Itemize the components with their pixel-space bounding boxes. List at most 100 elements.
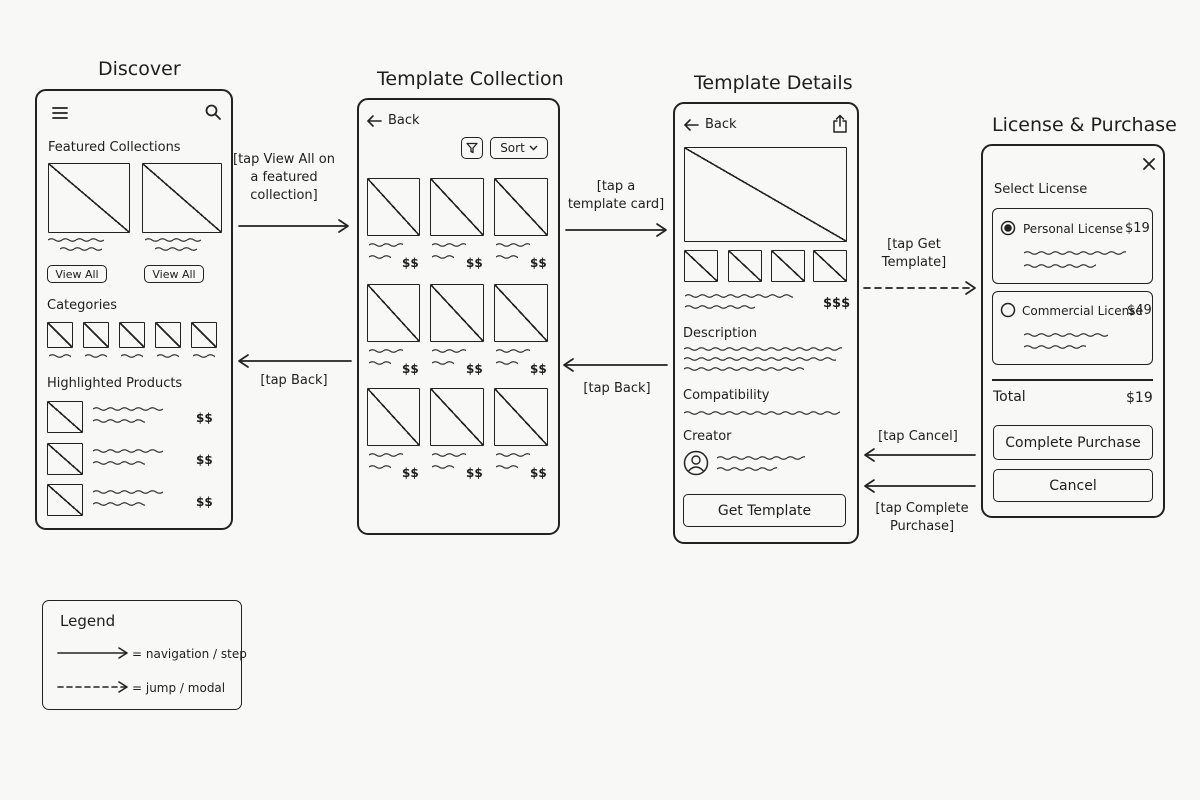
- text-placeholder: [369, 242, 403, 248]
- product-image[interactable]: [47, 484, 83, 516]
- preview-thumbnail[interactable]: [728, 250, 762, 282]
- text-placeholder: [496, 464, 518, 470]
- card-price: $$: [402, 466, 419, 480]
- category-tile[interactable]: [119, 322, 145, 348]
- text-placeholder: [717, 466, 777, 472]
- search-icon[interactable]: [203, 102, 223, 122]
- legend-title: Legend: [60, 612, 116, 630]
- text-placeholder: [93, 501, 145, 507]
- text-placeholder: [432, 242, 466, 248]
- back-button[interactable]: Back: [683, 117, 737, 132]
- transition-label: [tap Complete Purchase]: [875, 501, 969, 534]
- text-placeholder: [145, 237, 201, 243]
- template-price: $$$: [823, 296, 851, 311]
- arrow-discover-to-collection: [238, 219, 349, 233]
- complete-purchase-button[interactable]: Complete Purchase: [993, 425, 1153, 460]
- purchase-screen: [981, 144, 1165, 518]
- license-price: $49: [1127, 303, 1152, 318]
- avatar[interactable]: [683, 450, 709, 476]
- arrow-purchase-cancel-to-details: [864, 448, 976, 462]
- details-title: Template Details: [694, 72, 853, 94]
- view-all-button[interactable]: View All: [144, 265, 204, 283]
- total-value: $19: [1126, 390, 1153, 406]
- template-card[interactable]: [367, 388, 420, 446]
- text-placeholder: [684, 356, 836, 362]
- template-preview-image[interactable]: [684, 147, 847, 242]
- preview-thumbnail[interactable]: [684, 250, 718, 282]
- back-label: Back: [705, 117, 737, 132]
- template-card[interactable]: [430, 284, 484, 342]
- view-all-button[interactable]: View All: [47, 265, 107, 283]
- menu-icon[interactable]: [50, 103, 70, 123]
- back-label: Back: [388, 113, 420, 128]
- text-placeholder: [684, 346, 842, 352]
- preview-thumbnail[interactable]: [771, 250, 805, 282]
- arrow-purchase-complete-to-details: [864, 479, 976, 493]
- preview-thumbnail[interactable]: [813, 250, 847, 282]
- text-placeholder: [49, 353, 71, 359]
- category-tile[interactable]: [155, 322, 181, 348]
- filter-button[interactable]: [461, 137, 483, 159]
- sort-label: Sort: [500, 141, 525, 155]
- template-card[interactable]: [430, 388, 484, 446]
- text-placeholder: [432, 254, 454, 260]
- product-price: $$: [196, 453, 213, 467]
- get-template-button[interactable]: Get Template: [683, 494, 846, 527]
- divider: [992, 379, 1153, 381]
- license-option-personal[interactable]: [992, 208, 1153, 284]
- share-icon[interactable]: [830, 113, 850, 135]
- template-card[interactable]: [430, 178, 484, 236]
- text-placeholder: [496, 242, 530, 248]
- text-placeholder: [369, 254, 391, 260]
- legend-item-text: = jump / modal: [132, 681, 226, 695]
- featured-collections-label: Featured Collections: [48, 140, 181, 155]
- legend-solid-arrow: [57, 647, 128, 659]
- text-placeholder: [48, 237, 104, 243]
- close-icon[interactable]: [1139, 154, 1159, 174]
- text-placeholder: [432, 360, 454, 366]
- category-tile[interactable]: [47, 322, 73, 348]
- highlighted-products-label: Highlighted Products: [47, 376, 183, 391]
- license-option-commercial[interactable]: [992, 291, 1153, 365]
- discover-title: Discover: [98, 58, 181, 80]
- text-placeholder: [155, 246, 197, 252]
- description-label: Description: [683, 326, 758, 341]
- select-license-label: Select License: [994, 182, 1088, 197]
- template-card[interactable]: [367, 284, 420, 342]
- text-placeholder: [496, 360, 518, 366]
- cancel-button[interactable]: Cancel: [993, 469, 1153, 502]
- template-card[interactable]: [494, 388, 548, 446]
- discover-screen: [35, 89, 233, 530]
- user-icon: [683, 450, 709, 476]
- template-card[interactable]: [494, 178, 548, 236]
- text-placeholder: [432, 348, 466, 354]
- text-placeholder: [496, 452, 530, 458]
- category-tile[interactable]: [191, 322, 217, 348]
- legend: [42, 600, 242, 710]
- featured-collection-image[interactable]: [48, 163, 130, 233]
- product-image[interactable]: [47, 443, 83, 475]
- categories-label: Categories: [47, 298, 118, 313]
- back-button[interactable]: Back: [366, 113, 420, 128]
- featured-collection-image[interactable]: [142, 163, 222, 233]
- category-tile[interactable]: [83, 322, 109, 348]
- text-placeholder: [1024, 344, 1086, 350]
- text-placeholder: [93, 489, 163, 495]
- text-placeholder: [121, 353, 143, 359]
- legend-dashed-arrow: [57, 681, 128, 693]
- template-card[interactable]: [367, 178, 420, 236]
- sort-dropdown[interactable]: Sort: [490, 137, 548, 159]
- license-name: Commercial License: [1022, 304, 1143, 318]
- text-placeholder: [369, 348, 403, 354]
- transition-label: [tap Back]: [260, 373, 328, 388]
- text-placeholder: [93, 460, 145, 466]
- radio-unselected-icon[interactable]: [1000, 302, 1016, 318]
- radio-selected-icon[interactable]: [1000, 220, 1016, 236]
- card-price: $$: [530, 466, 547, 480]
- text-placeholder: [685, 293, 793, 299]
- text-placeholder: [369, 452, 403, 458]
- template-card[interactable]: [494, 284, 548, 342]
- product-image[interactable]: [47, 401, 83, 433]
- text-placeholder: [432, 452, 466, 458]
